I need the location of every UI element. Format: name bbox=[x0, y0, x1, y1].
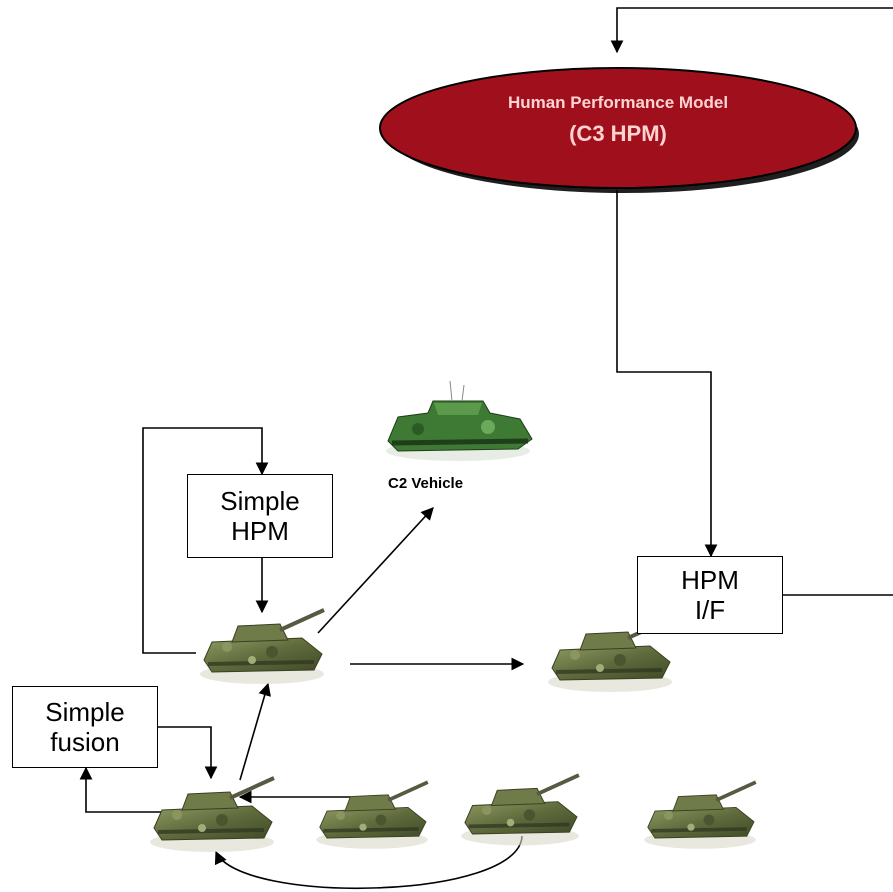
tank-icon-bottom-4[interactable] bbox=[642, 780, 758, 851]
connector-arc-tank3-to-bottom-tank bbox=[214, 835, 523, 889]
hpm-oval[interactable] bbox=[379, 67, 859, 193]
c2-vehicle-icon[interactable] bbox=[386, 380, 533, 461]
connector-oval-to-hpm-if bbox=[616, 190, 718, 558]
connector-bottom-tank-to-fusion bbox=[79, 766, 165, 813]
simple-fusion-label: Simple fusion bbox=[45, 697, 125, 757]
connector-bottom-tank-to-upper-tank bbox=[239, 682, 271, 781]
simple-hpm-label: Simple HPM bbox=[220, 486, 300, 546]
tank-icon-bottom-3[interactable] bbox=[459, 773, 581, 848]
simple-hpm-box[interactable]: Simple HPM bbox=[187, 474, 333, 558]
simple-fusion-box[interactable]: Simple fusion bbox=[12, 686, 158, 768]
feedback-line-top bbox=[610, 7, 893, 54]
tank-icon-bottom-left[interactable] bbox=[148, 776, 276, 854]
hpm-if-box[interactable]: HPM I/F bbox=[637, 556, 783, 634]
hpm-if-label: HPM I/F bbox=[681, 565, 739, 625]
tank-icon-bottom-2[interactable] bbox=[314, 780, 430, 851]
tank-icon-simple-hpm[interactable] bbox=[198, 608, 326, 686]
connector-fusion-to-bottom-tank bbox=[158, 726, 218, 780]
connector-tank-loop-to-simple-hpm bbox=[142, 427, 269, 654]
connector-tank-to-c2 bbox=[317, 507, 434, 634]
c2-vehicle-label: C2 Vehicle bbox=[388, 475, 464, 492]
